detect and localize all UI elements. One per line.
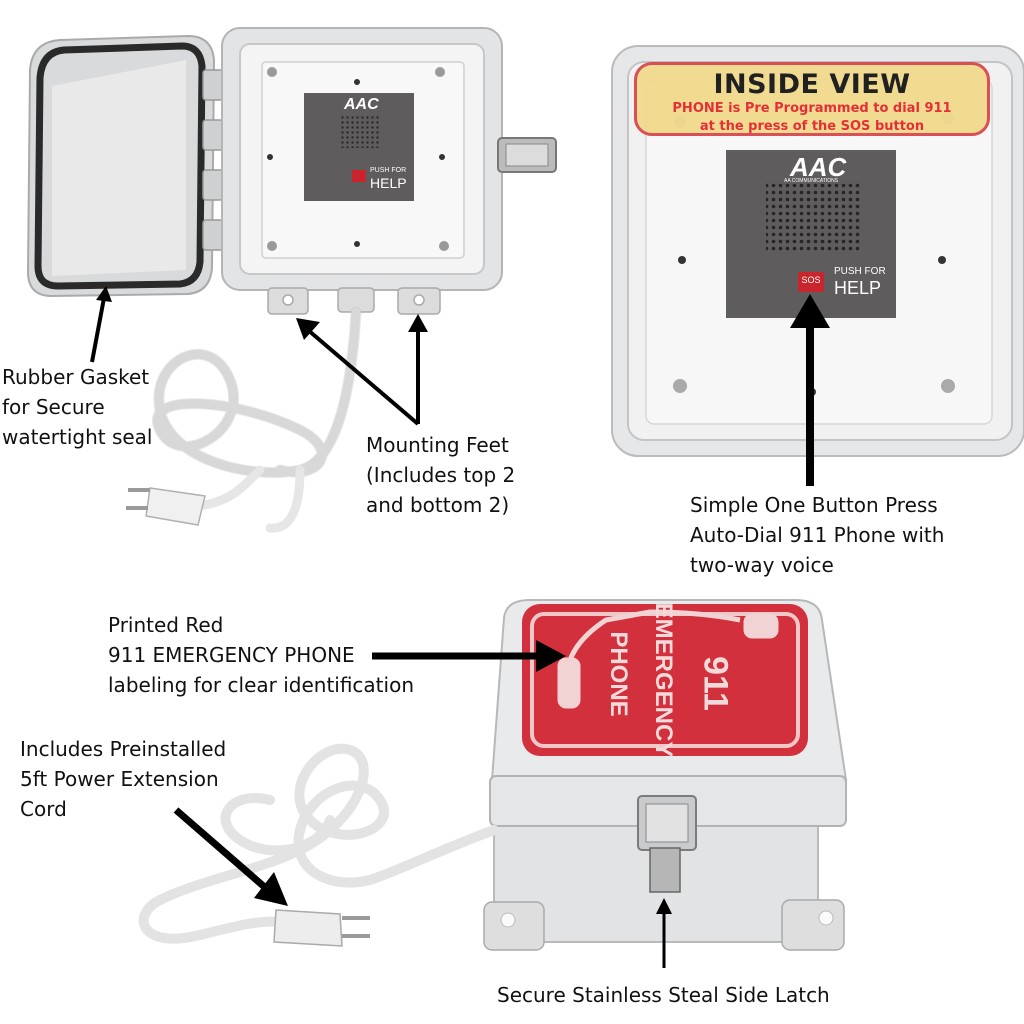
- arrowhead-mounting-2: [408, 314, 428, 332]
- emergency-sign: [522, 604, 808, 756]
- sos-button-small: [352, 170, 366, 182]
- speaker-grille-small: [340, 116, 380, 148]
- arrowhead-latch: [656, 898, 672, 914]
- sos-label: SOS: [801, 275, 821, 285]
- inside-view-badge: INSIDE VIEW PHONE is Pre Programmed to d…: [634, 62, 990, 136]
- power-cord-bottom: [138, 743, 499, 944]
- plate-push-for-small: PUSH FOR: [370, 167, 407, 174]
- callout-mounting: Mounting Feet (Includes top 2 and bottom…: [366, 433, 516, 517]
- side-latch-closed: [637, 795, 697, 893]
- plate-logo-large: AAC: [790, 152, 847, 182]
- side-latch-open: [497, 137, 557, 173]
- enclosure-lid: [26, 34, 216, 298]
- callout-one-button: Simple One Button Press Auto-Dial 911 Ph…: [690, 493, 945, 577]
- arrow-mounting: [306, 326, 420, 426]
- inside-view-subtitle-1: PHONE is Pre Programmed to dial 911: [672, 101, 952, 116]
- sign-line-phone: PHONE: [605, 631, 632, 717]
- arrowhead-mounting-1: [296, 318, 320, 340]
- handset-icon: [557, 609, 779, 709]
- rubber-gasket: [34, 42, 206, 290]
- plate-help-large: HELP: [834, 278, 882, 298]
- plate-logo-small: AAC: [344, 96, 379, 113]
- arrowhead-labeling: [536, 640, 566, 672]
- inside-view-subtitle-2: at the press of the SOS button: [699, 119, 925, 134]
- arrow-gasket: [90, 297, 106, 363]
- plug-top: [126, 487, 206, 526]
- plate-help-small: HELP: [370, 175, 407, 191]
- callout-gasket: Rubber Gasket for Secure watertight seal: [2, 365, 153, 449]
- arrow-cord: [173, 807, 271, 893]
- speaker-grille-large: [766, 182, 860, 252]
- plate-push-for-large: PUSH FOR: [834, 266, 886, 277]
- plug-bottom: [273, 909, 370, 947]
- plate-brand-large: AA COMMUNICATIONS: [784, 178, 839, 184]
- sign-line-emergency: EMERGENCY: [650, 602, 677, 758]
- callout-labeling: Printed Red 911 EMERGENCY PHONE labeling…: [108, 613, 414, 697]
- arrowhead-sos: [790, 294, 830, 328]
- callout-latch: Secure Stainless Steal Side Latch: [497, 983, 830, 1007]
- sign-number: 911: [696, 656, 735, 711]
- arrowhead-cord: [254, 872, 288, 906]
- callout-cord: Includes Preinstalled 5ft Power Extensio…: [20, 737, 227, 821]
- mounting-feet: [267, 287, 441, 315]
- power-cord-top: [152, 306, 362, 533]
- sos-button-large: [798, 272, 824, 292]
- inside-view-title: INSIDE VIEW: [713, 69, 911, 100]
